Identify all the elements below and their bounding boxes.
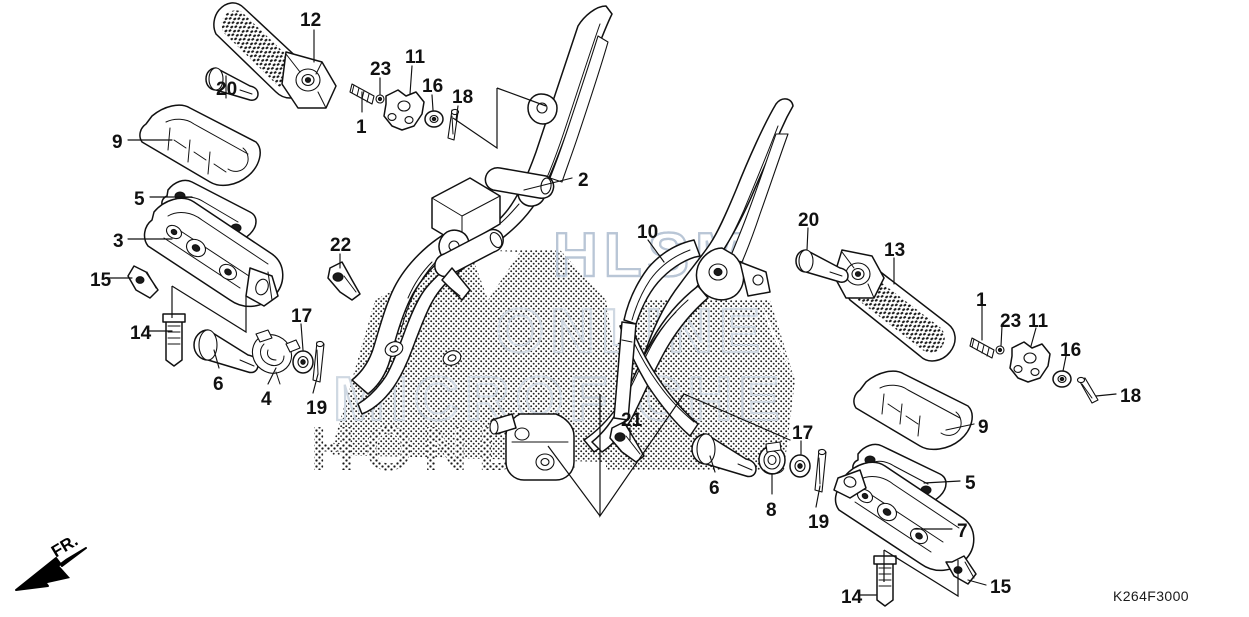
part-14-left-bolt — [162, 313, 186, 367]
callout-15b[interactable]: 15 — [990, 577, 1012, 598]
part-17-left-washer — [292, 350, 314, 374]
part-6-left-pin — [193, 329, 259, 374]
callout-3[interactable]: 3 — [113, 231, 124, 252]
callout-20b[interactable]: 20 — [798, 210, 820, 231]
part-16-left-washer — [424, 110, 444, 128]
part-3-left-step-bracket — [143, 197, 284, 308]
part-17-right-washer — [789, 454, 811, 478]
callout-14a[interactable]: 14 — [130, 323, 152, 344]
part-11-right-plate — [1009, 341, 1051, 383]
part-2-left-step-holder — [351, 5, 613, 415]
part-13-right-front-step — [833, 249, 956, 362]
callout-21[interactable]: 21 — [621, 410, 643, 431]
callout-17a[interactable]: 17 — [291, 306, 313, 327]
callout-13[interactable]: 13 — [884, 240, 906, 261]
part-14-right-bolt — [873, 555, 897, 607]
callout-22[interactable]: 22 — [330, 235, 352, 256]
part-10-right-step-holder — [489, 98, 794, 481]
part-11-left-plate — [383, 89, 425, 131]
callout-1b[interactable]: 1 — [976, 290, 987, 311]
callout-12[interactable]: 12 — [300, 10, 322, 31]
part-9-left-rubber-cover — [139, 104, 261, 187]
callout-7[interactable]: 7 — [957, 521, 968, 542]
callout-10[interactable]: 10 — [637, 222, 659, 243]
callout-6b[interactable]: 6 — [709, 478, 720, 499]
callout-17b[interactable]: 17 — [792, 423, 814, 444]
callout-5a[interactable]: 5 — [134, 189, 145, 210]
callout-15a[interactable]: 15 — [90, 270, 112, 291]
fiche-code-label: K264F3000 — [1113, 588, 1189, 604]
callout-16b[interactable]: 16 — [1060, 340, 1082, 361]
callout-23a[interactable]: 23 — [370, 59, 392, 80]
callout-5b[interactable]: 5 — [965, 473, 976, 494]
callout-14b[interactable]: 14 — [841, 587, 863, 608]
part-19-right-cotter-pin — [814, 448, 827, 493]
callout-18b[interactable]: 18 — [1120, 386, 1142, 407]
part-23-left-pin — [375, 94, 385, 104]
part-20-left-pin — [205, 67, 259, 101]
callout-2[interactable]: 2 — [578, 170, 589, 191]
part-4-left-return-spring — [251, 329, 301, 385]
callout-8[interactable]: 8 — [766, 500, 777, 521]
callout-4[interactable]: 4 — [261, 389, 272, 410]
callout-6a[interactable]: 6 — [213, 374, 224, 395]
callout-19b[interactable]: 19 — [808, 512, 830, 533]
part-15-left-bolt — [127, 265, 159, 299]
part-6-right-pin — [691, 433, 757, 478]
callout-1a[interactable]: 1 — [356, 117, 367, 138]
callout-11b[interactable]: 11 — [1028, 311, 1049, 332]
part-9-right-rubber-cover — [853, 370, 973, 451]
callout-16a[interactable]: 16 — [422, 76, 444, 97]
part-16-right-washer — [1052, 370, 1072, 388]
part-21-right-bolt — [609, 421, 645, 463]
assembly-bracket-lines — [171, 87, 959, 598]
leader-lines — [105, 29, 1117, 596]
front-direction-arrow — [15, 547, 87, 591]
callout-11a[interactable]: 11 — [405, 47, 426, 68]
part-7-right-step-bracket — [833, 461, 975, 572]
part-18-right-cotter-pin — [1076, 376, 1099, 404]
callout-9b[interactable]: 9 — [978, 417, 989, 438]
callout-9a[interactable]: 9 — [112, 132, 123, 153]
callout-20a[interactable]: 20 — [216, 79, 238, 100]
callout-23b[interactable]: 23 — [1000, 311, 1022, 332]
callout-19a[interactable]: 19 — [306, 398, 328, 419]
part-8-right-spring — [758, 441, 786, 475]
part-12-left-front-step — [213, 2, 337, 109]
part-19-left-cotter-pin — [312, 340, 325, 383]
callout-18a[interactable]: 18 — [452, 87, 474, 108]
part-23-right-pin — [995, 345, 1005, 355]
part-1-right-spring — [969, 337, 995, 359]
part-20-right-pin — [795, 249, 849, 283]
part-22-left-bolt — [327, 261, 361, 301]
